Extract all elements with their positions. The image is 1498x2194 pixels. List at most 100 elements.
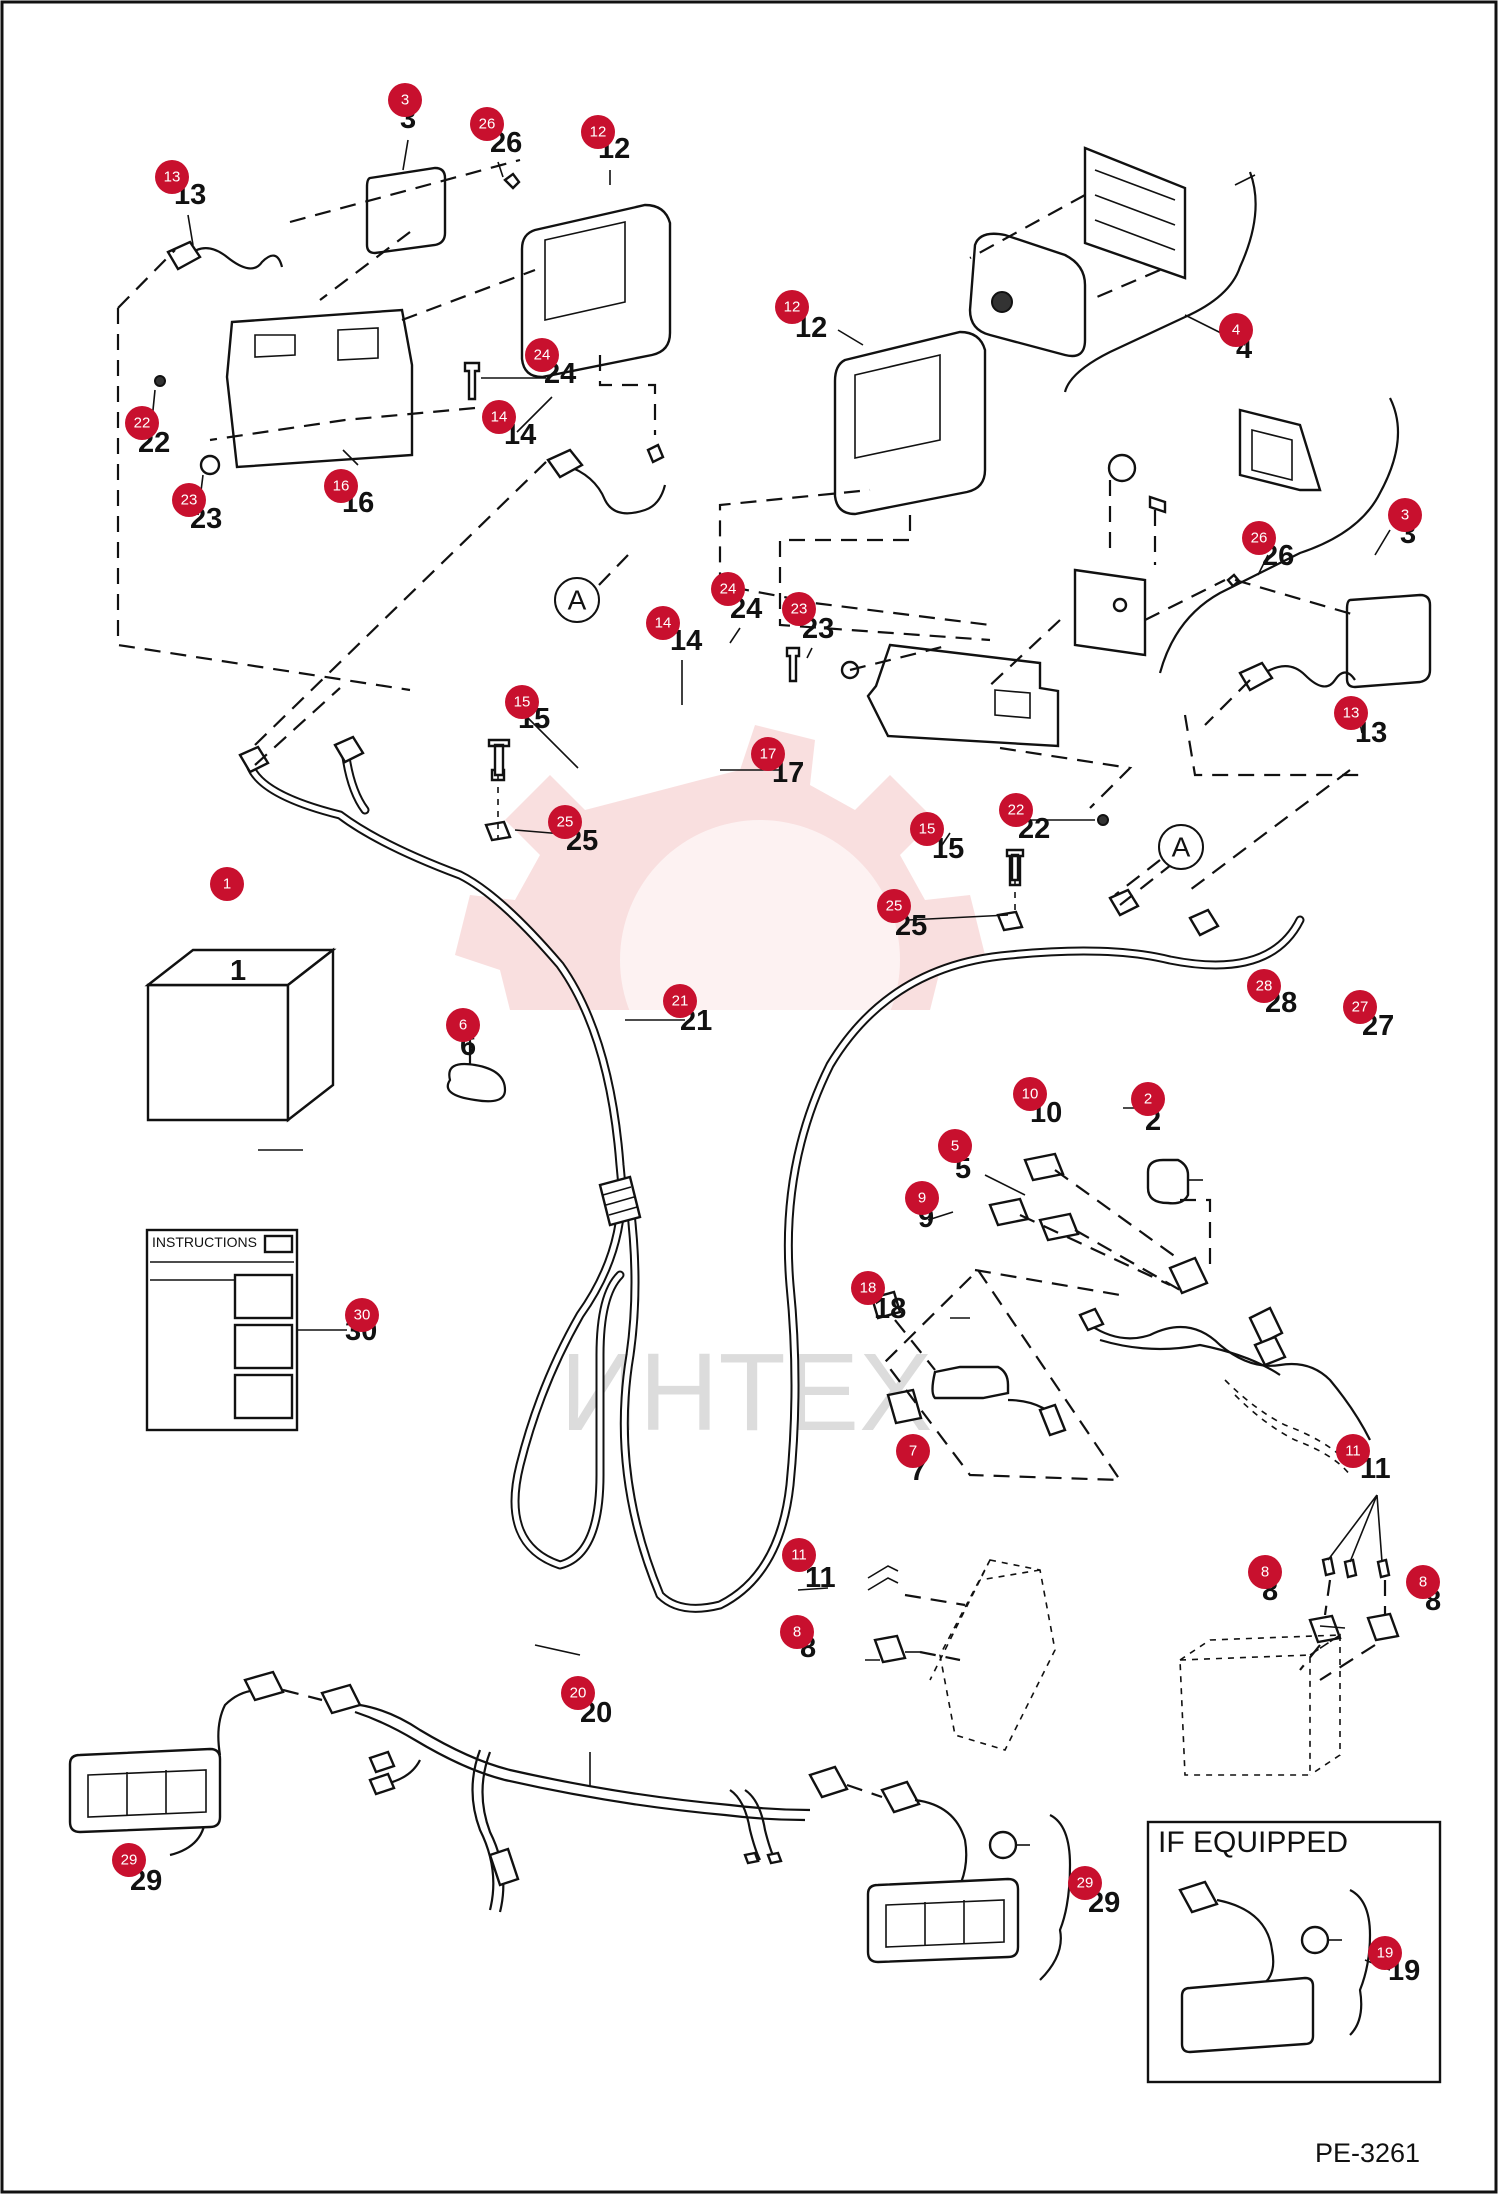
flasher-relay-7 [931, 1365, 1010, 1400]
watermark-text: ИНТЕХ [560, 1331, 932, 1454]
svg-text:14: 14 [491, 409, 508, 426]
callout: 15 [505, 685, 539, 719]
left-mounting-plate [225, 308, 414, 469]
callout: 8 [1406, 1565, 1440, 1599]
rear-harness-connector-c [808, 1765, 849, 1799]
tail-lamp-left-body [68, 1747, 222, 1834]
callout: 3 [1388, 498, 1422, 532]
right-lamp-plate [1073, 568, 1147, 657]
right-lamp-plate-hole [1112, 597, 1128, 613]
svg-text:4: 4 [1232, 322, 1240, 339]
center-washer-route [849, 643, 951, 672]
left-harness-14-terminal [646, 443, 665, 464]
left-harness-14-route [254, 459, 549, 746]
optional-lamp-bulb [1300, 1925, 1330, 1955]
terminals-11-right-leaders [1327, 1494, 1383, 1563]
callout: 8 [780, 1615, 814, 1649]
right-plate-route [984, 619, 1061, 691]
svg-text:30: 30 [354, 1307, 371, 1324]
svg-text:27: 27 [1352, 999, 1369, 1016]
rear-harness-connector-b [320, 1683, 362, 1715]
right-screw-to-housing-route [1234, 578, 1356, 617]
tail-lamp-right-bracket-brace [1039, 1814, 1072, 1981]
right-lamp-bezel [1238, 408, 1322, 492]
callout: 3 [388, 83, 422, 117]
svg-text:18: 18 [860, 1280, 877, 1297]
svg-text:23: 23 [791, 601, 808, 618]
left-bracket-to-plate-route [319, 231, 411, 301]
callout: 14 [646, 606, 680, 640]
callout: 17 [751, 737, 785, 771]
relay-8-right-b [1366, 1612, 1400, 1642]
left-washer-23 [199, 454, 221, 476]
instructions-title-box [263, 1234, 294, 1254]
svg-text:1: 1 [223, 876, 231, 893]
left-nut-22 [154, 375, 166, 387]
callout: 22 [999, 793, 1033, 827]
rear-harness-drop-connector [488, 1847, 520, 1887]
tail-lamp-right-bulb [988, 1830, 1018, 1860]
rear-harness-connector-d [880, 1780, 921, 1814]
instructions-figure-1 [233, 1273, 294, 1320]
switch-harness-wire [1089, 1324, 1371, 1441]
instructions-sheet-lines [150, 1261, 294, 1281]
if-equipped-title: IF EQUIPPED [1158, 1826, 1348, 1859]
clip-routes [497, 775, 1016, 915]
callout: 10 [1013, 1077, 1047, 1111]
harness-end-routes [254, 687, 1191, 906]
center-bolt-route [789, 598, 991, 627]
harness-clamp-25-right [996, 910, 1024, 932]
callout: 13 [155, 160, 189, 194]
callout: 5 [938, 1129, 972, 1163]
center-nut-route [999, 746, 1133, 809]
svg-text:10: 10 [1022, 1086, 1039, 1103]
lamp-4-bezel-slats [1094, 169, 1176, 251]
right-lamp-brace [1158, 397, 1400, 674]
right-lamp-bezel-inner [1251, 428, 1293, 482]
left-light-mount-bracket [365, 166, 447, 255]
callout: 19 [1368, 1936, 1402, 1970]
svg-text:12: 12 [590, 124, 607, 141]
connector-marker-circle [1158, 824, 1204, 870]
callout: 12 [775, 290, 809, 324]
callout: 2 [1131, 1082, 1165, 1116]
right-harness-route [1183, 714, 1360, 777]
rear-harness-right-leads [729, 1789, 776, 1861]
instructions-figure-2 [233, 1323, 294, 1370]
flasher-relay-7-plug [1038, 1403, 1067, 1437]
watermark-gear-hole [620, 820, 900, 1100]
optional-lamp-body [1180, 1976, 1315, 2054]
lamp-4-brace [1063, 171, 1257, 393]
svg-text:3: 3 [1401, 507, 1409, 524]
relay-group-left-routes [904, 1593, 966, 1662]
svg-text:7: 7 [909, 1443, 917, 1460]
callout: 13 [1334, 696, 1368, 730]
rear-harness-connector-a [243, 1670, 285, 1702]
optional-lamp-brace [1349, 1889, 1372, 2036]
svg-text:21: 21 [672, 993, 689, 1010]
upper-right-lamp-4 [968, 146, 1257, 393]
relay-socket-left-phantom [929, 1559, 1056, 1751]
left-work-light-face [544, 221, 626, 321]
svg-text:13: 13 [1343, 705, 1360, 722]
right-lamp-housing-3 [1345, 593, 1432, 689]
svg-text:29: 29 [1077, 1875, 1094, 1892]
svg-text:2: 2 [1144, 1091, 1152, 1108]
callout: 28 [1247, 969, 1281, 1003]
callout: 26 [470, 107, 504, 141]
box-1-side [286, 947, 335, 1123]
optional-lamp-connector [1178, 1880, 1219, 1914]
svg-text:29: 29 [121, 1852, 138, 1869]
svg-text:28: 28 [1256, 978, 1273, 995]
callout: 22 [125, 406, 159, 440]
svg-text:8: 8 [1261, 1564, 1269, 1581]
center-work-light-face [854, 353, 941, 459]
rear-harness-drop [471, 1749, 495, 1911]
center-nut-22 [1097, 814, 1109, 826]
svg-text:24: 24 [720, 581, 737, 598]
svg-text:8: 8 [1419, 1574, 1427, 1591]
relay-group-left [867, 1559, 1056, 1751]
switch-harness-connector-3 [1253, 1335, 1287, 1367]
